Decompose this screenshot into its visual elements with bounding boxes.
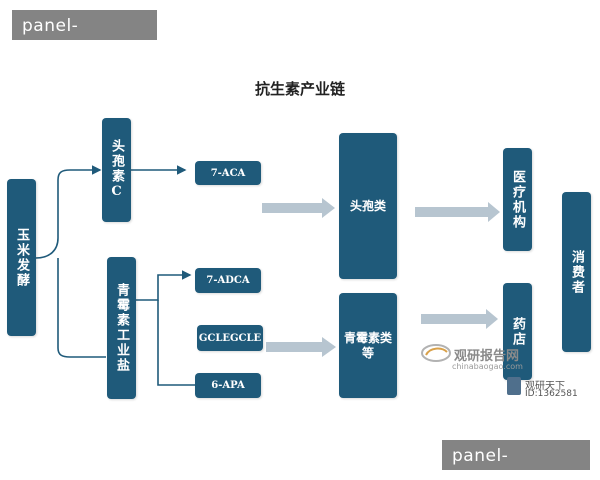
logo-badge-icon (507, 377, 521, 395)
logo-icon (421, 344, 451, 362)
big-arrow-aca-cephalosporins (262, 198, 335, 218)
logo-name: 观研报告网 (454, 349, 520, 364)
node-penicillin-industrial-salt: 青霉素工业盐 (107, 257, 136, 399)
node-cephalosporin-c: 头孢素C (102, 118, 131, 222)
connector-corn (35, 165, 106, 358)
node-cephalosporins: 头孢类 (339, 133, 397, 279)
big-arrow-penicillins-pharmacy (421, 309, 498, 329)
node-gclegcle: GCLEGCLE (197, 325, 263, 351)
big-arrows (262, 198, 500, 357)
connector-penicillin (136, 270, 196, 386)
node-penicillins: 青霉素类等 (339, 293, 397, 398)
logo-sub: 观研天下 (525, 381, 565, 392)
watermark-bottom: panel-yuyan.com (442, 440, 590, 480)
node-corn-fermentation: 玉米发酵 (7, 179, 36, 336)
logo-id: ID:1362581 (525, 389, 578, 399)
node-7-aca: 7-ACA (195, 161, 261, 185)
node-consumer: 消费者 (562, 192, 591, 352)
watermark-top: panel-yuyan.com (12, 10, 157, 58)
big-arrow-gclegcle-penicillins (266, 337, 336, 357)
diagram-title: 抗生素产业链 (254, 80, 345, 98)
node-6-apa: 6-APA (195, 373, 261, 398)
node-pharmacy: 药店 (503, 283, 532, 380)
big-arrow-cephalosporins-medical (415, 202, 500, 222)
logo-url: chinabaogao.com (452, 362, 523, 371)
node-7-adca: 7-ADCA (195, 268, 261, 293)
node-medical-institutions: 医疗机构 (503, 148, 532, 251)
